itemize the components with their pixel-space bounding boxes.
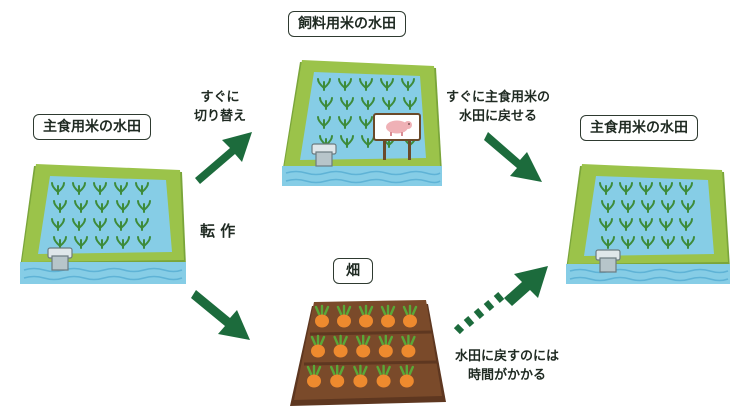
rice-paddy-feed-icon xyxy=(282,60,442,186)
seedling-icon xyxy=(659,182,673,195)
seedling-icon xyxy=(317,116,331,129)
carrot-icon xyxy=(333,334,348,358)
seedling-icon xyxy=(116,200,130,213)
seedling-icon xyxy=(681,236,695,249)
carrot-icon xyxy=(353,364,368,388)
arrow-icon xyxy=(453,266,548,335)
seedling-icon xyxy=(639,218,653,231)
pig-sign-icon xyxy=(373,113,421,160)
seedling-icon xyxy=(641,236,655,249)
seedling-icon xyxy=(359,116,373,129)
seedling-icon xyxy=(641,200,655,213)
seedling-icon xyxy=(619,218,633,231)
carrot-icon xyxy=(399,364,414,388)
seedling-icon xyxy=(137,236,151,249)
water-gate-icon xyxy=(595,249,621,273)
seedling-icon xyxy=(661,200,675,213)
seedling-icon xyxy=(74,236,88,249)
seedling-icon xyxy=(340,135,354,148)
carrot-icon xyxy=(306,364,322,388)
seedling-icon xyxy=(93,218,107,231)
switch-note-line-1: すぐに xyxy=(200,90,240,105)
seedling-icon xyxy=(95,200,109,213)
right-paddy-label: 主食用米の水田 xyxy=(580,115,698,141)
seedling-icon xyxy=(135,182,149,195)
seedling-icon xyxy=(401,78,415,91)
seedling-icon xyxy=(661,236,675,249)
arrow-icon xyxy=(484,132,542,182)
seedling-icon xyxy=(338,116,352,129)
carrot-icon xyxy=(330,364,345,388)
carrot-icon xyxy=(376,364,391,388)
return-slow-note-line-2: 時間がかかる xyxy=(468,368,547,383)
feed-paddy-label: 飼料用米の水田 xyxy=(288,11,406,37)
carrot-icon xyxy=(401,334,416,358)
return-now-note: すぐに主食用米の 水田に戻せる xyxy=(446,88,550,126)
seedling-icon xyxy=(51,218,65,231)
rice-paddy-left-icon xyxy=(20,164,186,284)
seedling-icon xyxy=(319,97,333,110)
field-icon xyxy=(290,300,446,406)
seedling-icon xyxy=(380,78,394,91)
seedling-icon xyxy=(599,182,613,195)
carrot-icon xyxy=(310,334,326,358)
seedling-icon xyxy=(601,200,615,213)
seedling-icon xyxy=(382,97,396,110)
return-slow-note: 水田に戻すのには 時間がかかる xyxy=(455,347,559,385)
rotation-note: 転 作 xyxy=(200,222,236,240)
seedling-icon xyxy=(114,182,128,195)
seedling-icon xyxy=(72,182,86,195)
carrot-icon xyxy=(336,304,352,328)
field-label: 畑 xyxy=(333,258,373,284)
seedling-icon xyxy=(74,200,88,213)
seedling-icon xyxy=(51,182,65,195)
left-paddy-label: 主食用米の水田 xyxy=(33,114,151,140)
switch-note-line-2: 切り替え xyxy=(194,109,247,124)
seedling-icon xyxy=(116,236,130,249)
seedling-icon xyxy=(317,78,331,91)
switch-note: すぐに 切り替え xyxy=(194,88,246,126)
carrot-icon xyxy=(356,334,371,358)
return-slow-note-line-1: 水田に戻すのには xyxy=(455,349,560,364)
seedling-icon xyxy=(72,218,86,231)
water-gate-icon xyxy=(47,247,73,271)
seedling-icon xyxy=(403,97,417,110)
seedling-icon xyxy=(639,182,653,195)
carrot-icon xyxy=(378,334,393,358)
seedling-icon xyxy=(53,236,67,249)
return-now-note-line-2: 水田に戻せる xyxy=(459,109,538,124)
carrot-icon xyxy=(402,304,418,328)
seedling-icon xyxy=(621,200,635,213)
seedling-icon xyxy=(619,182,633,195)
carrot-icon xyxy=(358,304,374,328)
seedling-icon xyxy=(679,182,693,195)
seedling-icon xyxy=(95,236,109,249)
seedling-icon xyxy=(114,218,128,231)
seedling-icon xyxy=(621,236,635,249)
seedling-icon xyxy=(681,200,695,213)
seedling-icon xyxy=(137,200,151,213)
seedling-icon xyxy=(359,78,373,91)
seedling-icon xyxy=(659,218,673,231)
arrow-icon xyxy=(191,290,250,340)
seedling-icon xyxy=(679,218,693,231)
seedling-icon xyxy=(135,218,149,231)
return-now-note-line-1: すぐに主食用米の xyxy=(446,90,551,105)
carrot-icon xyxy=(380,304,396,328)
arrow-icon xyxy=(195,132,252,184)
rice-paddy-right-icon xyxy=(566,164,730,284)
seedling-icon xyxy=(340,97,354,110)
seedling-icon xyxy=(361,97,375,110)
seedling-icon xyxy=(601,236,615,249)
seedling-icon xyxy=(53,200,67,213)
seedling-icon xyxy=(338,78,352,91)
seedling-icon xyxy=(93,182,107,195)
carrot-icon xyxy=(314,304,330,328)
water-gate-icon xyxy=(311,143,337,167)
seedling-icon xyxy=(599,218,613,231)
